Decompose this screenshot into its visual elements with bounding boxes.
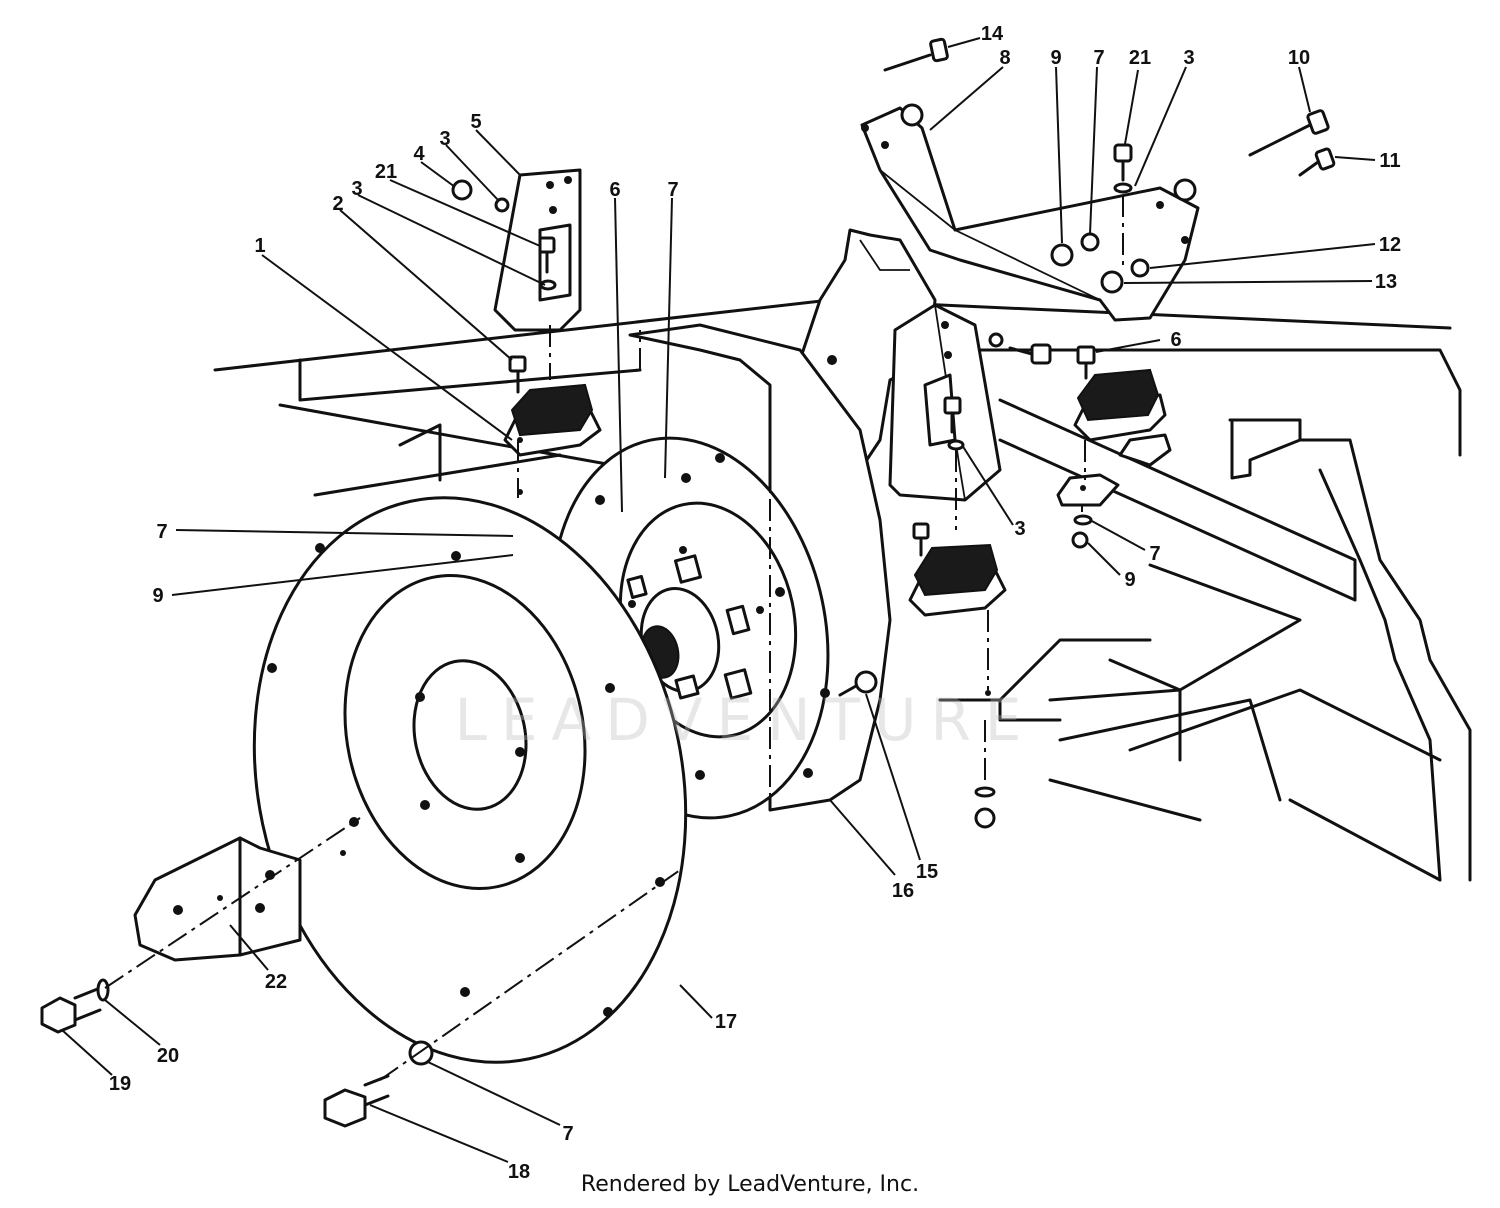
callout-6-right: 6: [1170, 329, 1181, 351]
callout-2: 2: [332, 193, 343, 215]
callout-17: 17: [715, 1011, 737, 1033]
rubber-isolator-center: [908, 543, 1007, 617]
alignment-lines: [104, 195, 1124, 1081]
callout-3: 3: [1183, 47, 1194, 69]
callout-9: 9: [1050, 47, 1061, 69]
callout-19: 19: [109, 1073, 131, 1095]
watermark-text: LEADVENTURE: [455, 686, 1036, 754]
callout-22: 22: [265, 971, 287, 993]
callout-15: 15: [916, 861, 938, 883]
callout-14: 14: [981, 23, 1004, 45]
mount-bracket-left-upper: [493, 168, 582, 332]
frame-tab-plate: [1056, 433, 1172, 507]
callout-13: 13: [1375, 271, 1397, 293]
callout-16: 16: [892, 880, 914, 902]
callout-10: 10: [1288, 47, 1310, 69]
callout-3-left-a: 3: [439, 128, 450, 150]
callout-18: 18: [508, 1161, 530, 1183]
render-credit: Rendered by LeadVenture, Inc.: [580, 1172, 920, 1197]
callout-labels: 14 8 9 7 21 3 10 11 12 13 5 3 4 21 3 2 1…: [109, 23, 1401, 1183]
flywheel-bolts: [40, 978, 434, 1128]
callout-21-left: 21: [375, 161, 397, 183]
callout-7-bottom: 7: [562, 1123, 573, 1145]
engine-mount-bracket-upper: [860, 103, 1200, 322]
rubber-isolator-right: [1073, 368, 1167, 442]
callout-3-center: 3: [1014, 518, 1025, 540]
callout-3-left-b: 3: [351, 178, 362, 200]
callout-21: 21: [1129, 47, 1151, 69]
flywheel-plate: [252, 496, 688, 1064]
rubber-isolator-left: [503, 383, 602, 457]
leader-lines: [61, 37, 1376, 1163]
frame-rails: [213, 298, 1472, 882]
callout-6-left: 6: [609, 179, 620, 201]
callout-20: 20: [157, 1045, 179, 1067]
callout-7-right: 7: [1149, 543, 1160, 565]
angle-bracket: [133, 836, 302, 962]
callout-11: 11: [1379, 150, 1400, 172]
callout-5: 5: [470, 111, 481, 133]
callout-7: 7: [1093, 47, 1104, 69]
callout-1: 1: [254, 235, 265, 257]
callout-4: 4: [413, 143, 425, 165]
callout-9-right: 9: [1124, 569, 1135, 591]
callout-8: 8: [999, 47, 1010, 69]
callout-12: 12: [1379, 234, 1401, 256]
callout-7-upper: 7: [667, 179, 678, 201]
callout-9-left: 9: [152, 585, 163, 607]
callout-7-left: 7: [156, 521, 167, 543]
